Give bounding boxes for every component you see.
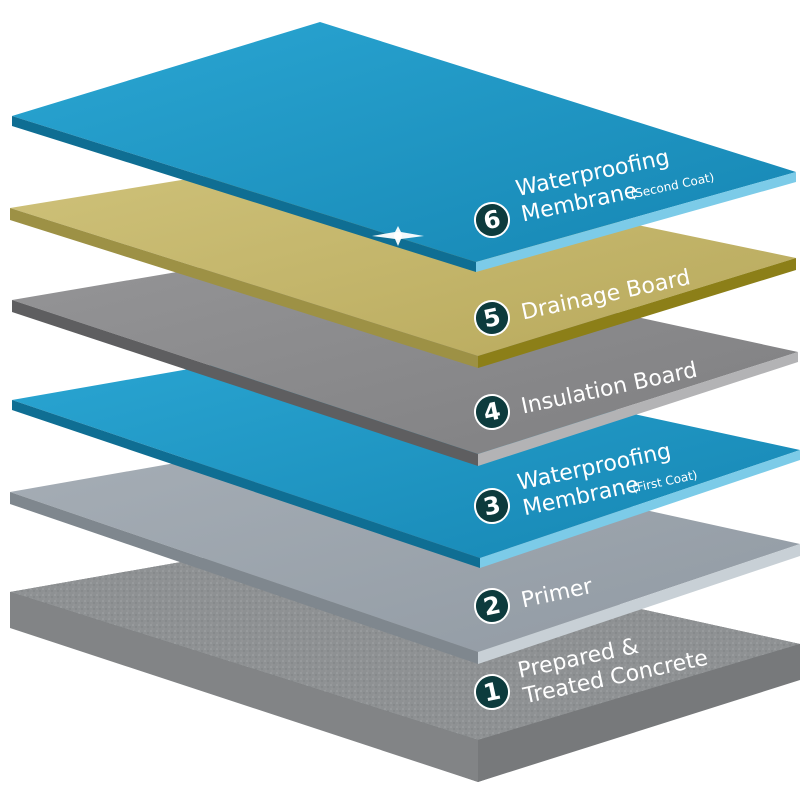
- layer-3-top: [12, 346, 800, 558]
- layer-5-front: [478, 258, 796, 368]
- layer-3-membrane-first: [12, 346, 800, 568]
- badge-number: 6: [481, 205, 503, 236]
- layer-6-front: [476, 172, 796, 272]
- badge-number: 4: [481, 397, 503, 428]
- layer-6-top: [12, 22, 796, 262]
- layer-4-left-face: [12, 300, 478, 466]
- badge-circle: [474, 488, 510, 524]
- layer-3-left-face: [12, 400, 480, 568]
- layer-4-insulation: [12, 248, 798, 466]
- layer-5-top: [10, 158, 796, 356]
- layer-2-primer: [10, 438, 800, 664]
- layer-6-left-face: [12, 116, 476, 272]
- layer-2-left-face: [10, 492, 478, 664]
- layer-6-membrane-second: [12, 22, 796, 272]
- badge-circle: [474, 202, 510, 238]
- badge-circle: [474, 300, 510, 336]
- layer-3-front: [480, 450, 800, 568]
- layer-4-front: [478, 352, 798, 466]
- layer-5-drainage: [10, 158, 796, 368]
- layer-1-left-face: [10, 592, 478, 782]
- badge-number: 1: [481, 677, 503, 708]
- badge-circle: [474, 588, 510, 624]
- layer-1-front: [478, 644, 800, 782]
- layer-2-front: [478, 544, 800, 664]
- sparkle-icon: [372, 226, 424, 246]
- badge-number: 5: [481, 303, 503, 334]
- layer-2-top: [10, 438, 800, 652]
- layer-5-left-face: [10, 208, 478, 368]
- badge-number: 3: [481, 491, 503, 522]
- badge-circle: [474, 674, 510, 710]
- badge-circle: [474, 394, 510, 430]
- layer-4-top: [12, 248, 798, 454]
- badge-number: 2: [481, 591, 503, 622]
